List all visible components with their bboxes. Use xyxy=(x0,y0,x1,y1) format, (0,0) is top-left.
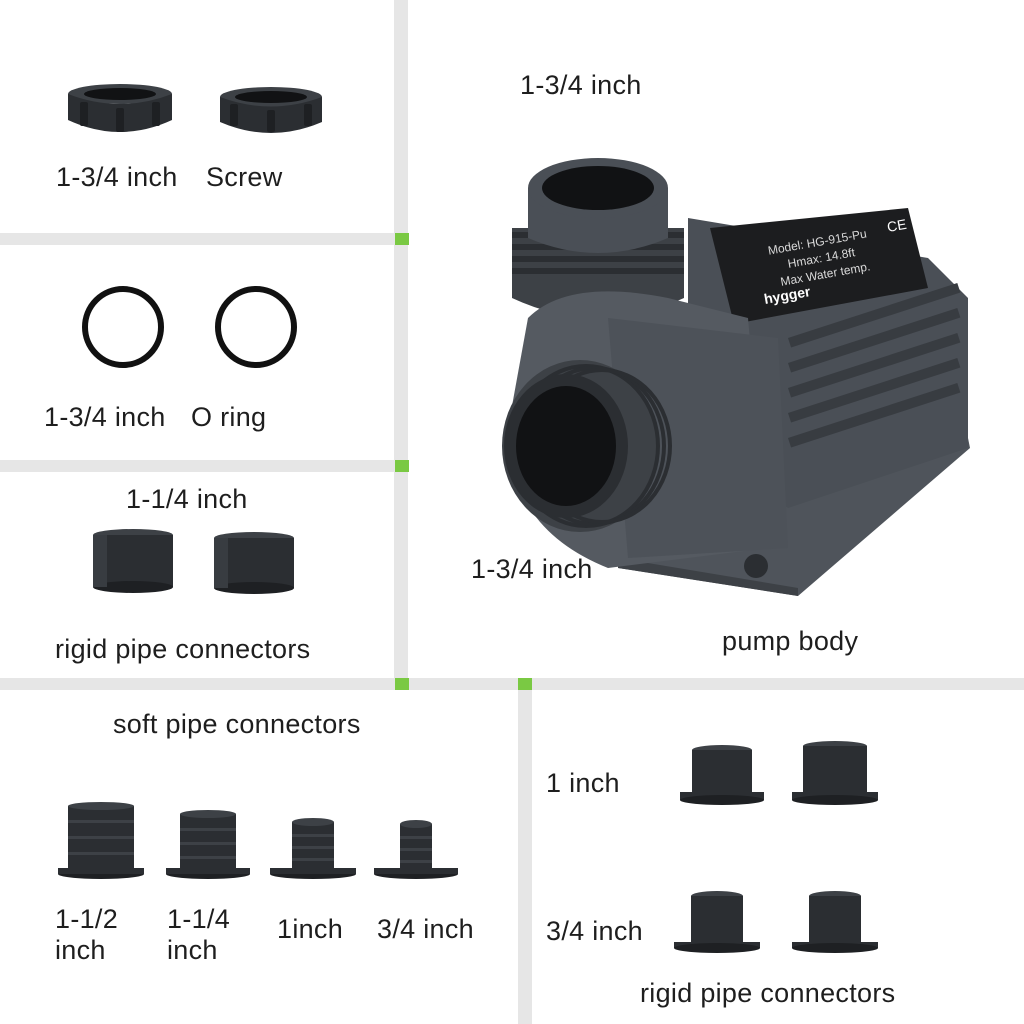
rigid-connector-icon xyxy=(674,891,760,953)
accent-marker xyxy=(518,678,532,690)
soft-size-line2: inch xyxy=(55,935,106,966)
soft-size-line1: 1-1/4 xyxy=(167,904,231,934)
soft-connectors-title: soft pipe connectors xyxy=(113,709,361,739)
soft-connector-icon xyxy=(58,802,144,879)
rigid-lower-row2-label: 3/4 inch xyxy=(546,916,643,946)
o-ring-size-label: 1-3/4 inch xyxy=(44,402,166,432)
soft-size-label: 3/4 inch xyxy=(377,914,474,945)
soft-size-line1: 1-1/2 xyxy=(55,904,119,934)
divider-vertical-left xyxy=(394,0,408,688)
divider-horizontal-main xyxy=(0,678,1024,690)
soft-connector-icon xyxy=(374,820,458,879)
screw-nut-icon xyxy=(68,84,172,132)
rigid-upper-size-label: 1-1/4 inch xyxy=(126,484,248,514)
pump-body-image: Model: HG-915-Pu Hmax: 14.8ft Max Water … xyxy=(502,158,970,596)
screw-size-label: 1-3/4 inch xyxy=(56,162,178,192)
accent-marker xyxy=(395,460,409,472)
soft-size-label: 1-1/2 inch xyxy=(55,904,118,966)
rigid-connector-icon xyxy=(214,532,294,594)
pump-cert: CE xyxy=(886,216,908,235)
divider-horizontal-1 xyxy=(0,233,408,245)
accent-marker xyxy=(395,233,409,245)
rigid-connector-icon xyxy=(792,891,878,953)
rigid-connector-icon xyxy=(93,529,173,593)
pump-name-label: pump body xyxy=(722,626,859,656)
rigid-lower-row1-label: 1 inch xyxy=(546,768,620,798)
soft-size-label: 1inch xyxy=(277,914,343,945)
soft-size-line1: 1inch xyxy=(277,914,344,944)
soft-size-label: 1-1/4 inch xyxy=(167,904,230,966)
rigid-connector-icon xyxy=(680,745,764,805)
screw-nut-icon xyxy=(220,87,322,133)
soft-connector-icon xyxy=(270,818,356,879)
divider-horizontal-2 xyxy=(0,460,408,472)
accent-marker xyxy=(395,678,409,690)
soft-size-line2: inch xyxy=(167,935,218,966)
divider-vertical-bottom xyxy=(518,678,532,1024)
soft-size-line1: 3/4 inch xyxy=(377,914,474,944)
pump-top-outlet-label: 1-3/4 inch xyxy=(520,70,642,100)
rigid-lower-name-label: rigid pipe connectors xyxy=(640,978,896,1008)
pump-side-inlet-label: 1-3/4 inch xyxy=(471,554,593,584)
o-ring-icon xyxy=(82,286,164,368)
rigid-connector-icon xyxy=(792,741,878,805)
o-ring-icon xyxy=(215,286,297,368)
rigid-upper-name-label: rigid pipe connectors xyxy=(55,634,311,664)
o-ring-name-label: O ring xyxy=(191,402,267,432)
screw-name-label: Screw xyxy=(206,162,283,192)
soft-connector-icon xyxy=(166,810,250,879)
